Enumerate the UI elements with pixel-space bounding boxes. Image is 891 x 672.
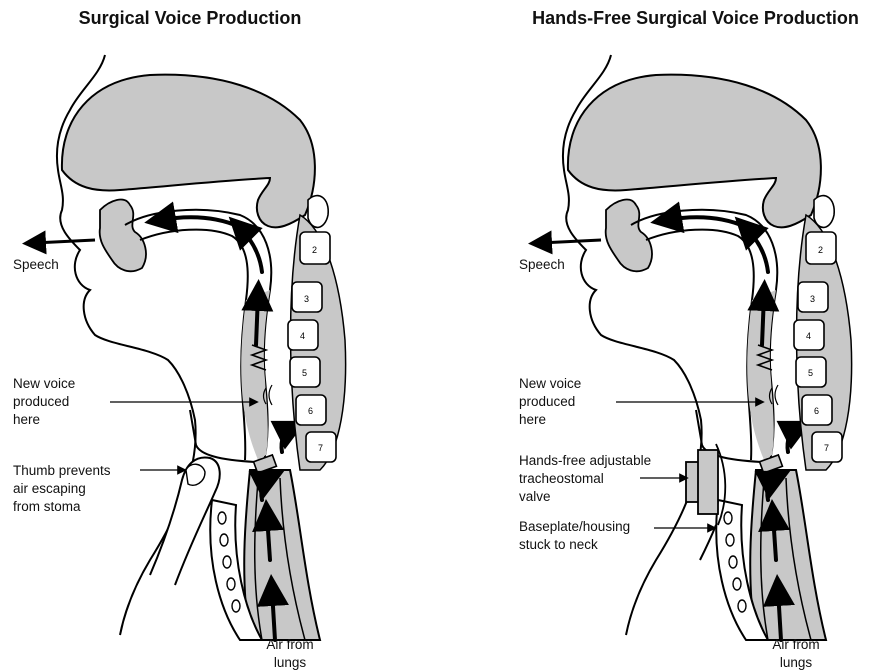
vertebra-label: 5 bbox=[302, 368, 307, 378]
vertebra-label: 2 bbox=[818, 245, 823, 255]
baseplate-label: Baseplate/housing stuck to neck bbox=[519, 518, 630, 554]
vertebra-label: 4 bbox=[300, 331, 305, 341]
new-voice-label: New voice produced here bbox=[519, 375, 581, 429]
vertebra-label: 4 bbox=[806, 331, 811, 341]
vertebra-label: 5 bbox=[808, 368, 813, 378]
vertebra-label: 6 bbox=[814, 406, 819, 416]
vertebra-label: 6 bbox=[308, 406, 313, 416]
thumb-illustration bbox=[150, 457, 220, 585]
air-from-lungs-label: Air from lungs bbox=[756, 636, 836, 672]
new-voice-label: New voice produced here bbox=[13, 375, 75, 429]
vertebra-label: 3 bbox=[810, 294, 815, 304]
vertebra-label: 3 bbox=[304, 294, 309, 304]
speech-label: Speech bbox=[519, 256, 565, 274]
vertebra-label: 2 bbox=[312, 245, 317, 255]
air-from-lungs-label: Air from lungs bbox=[250, 636, 330, 672]
speech-label: Speech bbox=[13, 256, 59, 274]
vertebra-label: 7 bbox=[824, 443, 829, 453]
thumb-label: Thumb prevents air escaping from stoma bbox=[13, 462, 111, 516]
valve-label: Hands-free adjustable tracheostomal valv… bbox=[519, 452, 651, 506]
vertebra-label: 7 bbox=[318, 443, 323, 453]
